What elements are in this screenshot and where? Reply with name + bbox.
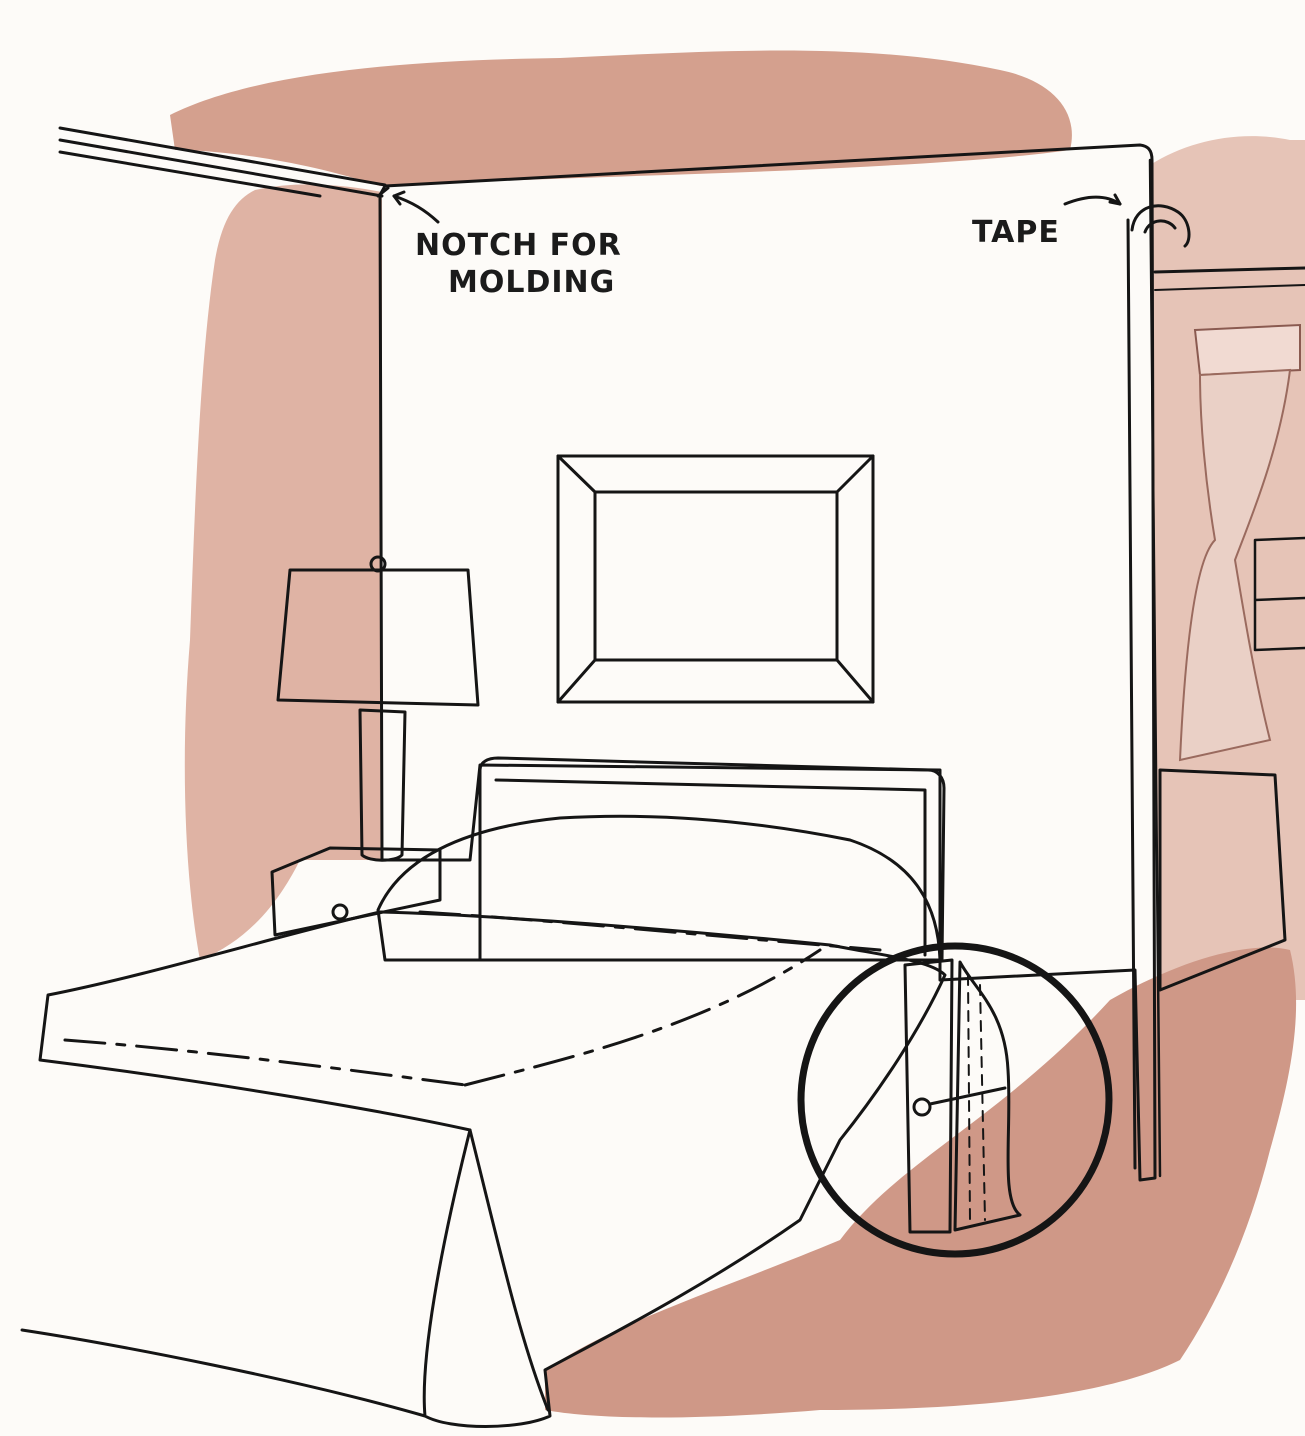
curtain-valance <box>1195 325 1300 375</box>
left-wall-wash <box>185 184 382 960</box>
floor-wash <box>545 947 1296 1417</box>
label-notch-line1: NOTCH FOR <box>415 228 622 263</box>
background-washes <box>170 51 1305 1418</box>
callout-labels: NOTCH FOR MOLDING TAPE <box>415 215 1060 300</box>
detail-pin <box>930 1088 1005 1104</box>
detail-pin-head <box>914 1099 930 1115</box>
spread-fold <box>470 1130 548 1410</box>
label-tape: TAPE <box>972 215 1060 250</box>
ceiling-wash <box>170 51 1072 187</box>
pillow-roll <box>378 816 940 960</box>
spread-drop-left <box>22 1330 425 1416</box>
notch-arrow <box>394 196 438 222</box>
headboard <box>480 758 944 960</box>
framed-picture <box>558 456 873 702</box>
label-notch-line2: MOLDING <box>448 265 615 300</box>
